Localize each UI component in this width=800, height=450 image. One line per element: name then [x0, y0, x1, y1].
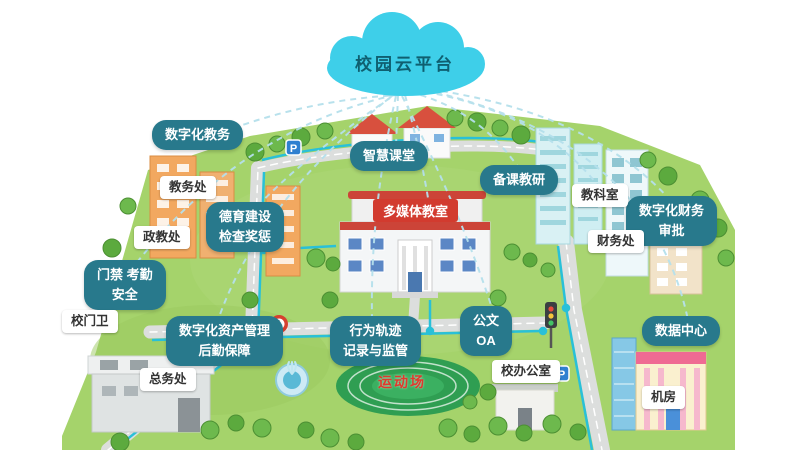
parking-icon-label: P	[290, 143, 297, 155]
running-track	[336, 356, 480, 416]
banner-multimedia-classroom: 多媒体教室	[373, 199, 459, 222]
callout-lesson-prep: 备课教研	[480, 165, 559, 196]
callout-digital-academic: 数字化教务	[152, 120, 244, 151]
traffic-light	[545, 302, 557, 348]
label-server-room: 机房	[642, 386, 686, 409]
label-gate-guard: 校门卫	[62, 310, 118, 333]
label-academic-office: 教务处	[160, 176, 216, 199]
label-school-office: 校办公室	[492, 360, 561, 383]
callout-data-center: 数据中心	[642, 316, 721, 347]
callout-smart-classroom: 智慧课堂	[350, 141, 429, 172]
label-sports-field: 运动场	[378, 374, 426, 390]
label-teaching-research-office: 教科室	[572, 184, 628, 207]
parking-sign-1: P	[285, 139, 302, 156]
label-political-office: 政教处	[134, 226, 190, 249]
building-server-room	[611, 337, 707, 431]
callout-behavior-tracking: 行为轨迹 记录与监管	[330, 316, 422, 367]
callout-digital-finance: 数字化财务 审批	[626, 196, 718, 247]
callout-asset-management: 数字化资产管理 后勤保障	[166, 316, 284, 367]
cloud-shape	[327, 12, 485, 96]
callout-moral-education: 德育建设 检查奖惩	[206, 202, 285, 253]
callout-official-docs: 公文 OA	[460, 306, 513, 357]
parking-icon-label: P	[558, 369, 565, 381]
cloud-platform-title: 校园云平台	[355, 55, 455, 74]
label-finance-office: 财务处	[588, 230, 644, 253]
callout-access-attendance: 门禁 考勤 安全	[84, 260, 166, 311]
fountain	[275, 361, 309, 397]
label-general-affairs: 总务处	[140, 368, 196, 391]
